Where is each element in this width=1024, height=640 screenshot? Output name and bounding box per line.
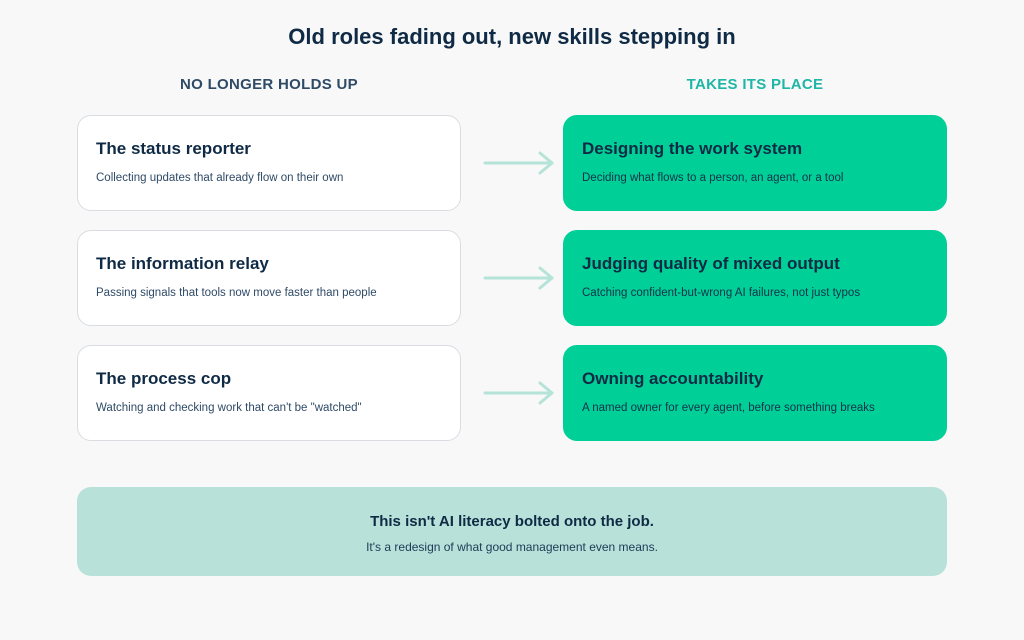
arrow-right-icon	[483, 151, 554, 175]
column-header-new: TAKES ITS PLACE	[686, 76, 824, 93]
new-skill-title: Owning accountability	[582, 369, 764, 388]
role-row: The information relay Passing signals th…	[77, 230, 947, 326]
new-skill-description: Deciding what flows to a person, an agen…	[582, 172, 844, 184]
new-skill-description: A named owner for every agent, before so…	[582, 402, 875, 414]
role-row: The status reporter Collecting updates t…	[77, 115, 947, 211]
old-role-card: The status reporter Collecting updates t…	[77, 115, 461, 211]
new-skill-card: Owning accountability A named owner for …	[563, 345, 947, 441]
arrow-right-icon	[483, 266, 554, 290]
column-header-old: NO LONGER HOLDS UP	[180, 76, 358, 93]
summary-note-title: This isn't AI literacy bolted onto the j…	[370, 513, 654, 530]
new-skill-title: Designing the work system	[582, 139, 803, 158]
new-skill-title: Judging quality of mixed output	[582, 254, 840, 273]
old-role-description: Watching and checking work that can't be…	[96, 402, 362, 414]
page-title: Old roles fading out, new skills steppin…	[288, 24, 736, 49]
old-role-card: The process cop Watching and checking wo…	[77, 345, 461, 441]
summary-note-subtitle: It's a redesign of what good management …	[366, 540, 658, 554]
old-role-title: The status reporter	[96, 139, 251, 158]
old-role-description: Collecting updates that already flow on …	[96, 172, 344, 184]
summary-note: This isn't AI literacy bolted onto the j…	[77, 487, 947, 576]
old-role-description: Passing signals that tools now move fast…	[96, 287, 377, 299]
old-role-card: The information relay Passing signals th…	[77, 230, 461, 326]
role-row: The process cop Watching and checking wo…	[77, 345, 947, 441]
new-skill-description: Catching confident-but-wrong AI failures…	[582, 287, 861, 299]
old-role-title: The information relay	[96, 254, 269, 273]
new-skill-card: Judging quality of mixed output Catching…	[563, 230, 947, 326]
arrow-right-icon	[483, 381, 554, 405]
old-role-title: The process cop	[96, 369, 232, 388]
new-skill-card: Designing the work system Deciding what …	[563, 115, 947, 211]
